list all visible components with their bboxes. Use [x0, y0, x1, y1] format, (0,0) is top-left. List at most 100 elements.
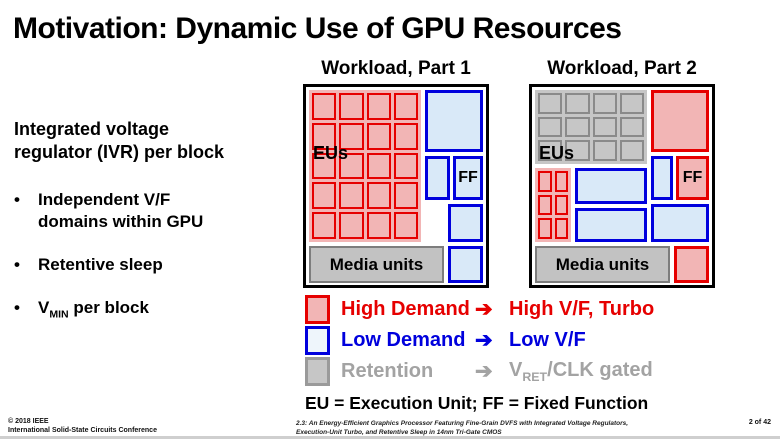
legend-result: High V/F, Turbo: [509, 298, 655, 320]
paper-citation: 2.3: An Energy-Efficient Graphics Proces…: [296, 420, 629, 437]
eu-label: EUs: [539, 143, 575, 163]
grid-cell: [565, 140, 590, 161]
slide-title: Motivation: Dynamic Use of GPU Resources: [13, 12, 622, 45]
bullet-list: Independent V/F domains within GPU Reten…: [14, 189, 292, 322]
bullet-text: Retentive sleep: [38, 254, 163, 274]
grid-cell: [554, 194, 568, 216]
right-arrow-icon: ➔: [475, 360, 493, 383]
bullet-marker: [14, 189, 38, 233]
high-demand-block: [651, 90, 709, 152]
ff-block: FF: [676, 156, 709, 200]
grid-cell: [592, 93, 617, 114]
grid-cell: [339, 122, 364, 150]
vret-post: /CLK gated: [547, 359, 653, 381]
grid-cell: [393, 152, 418, 180]
grid-cell: [565, 93, 590, 114]
legend-result: VRET/CLK gated: [509, 359, 653, 384]
low-demand-block: [575, 168, 647, 204]
high-demand-block: [674, 246, 709, 283]
grid-cell: [619, 93, 644, 114]
grid-cell: [312, 182, 337, 210]
grid-cell: [366, 182, 391, 210]
grid-cell: [312, 122, 337, 150]
grid-cell: [538, 218, 552, 239]
grid-cell: [312, 93, 337, 120]
grid-cell: [393, 182, 418, 210]
low-demand-block: [425, 156, 450, 200]
grid-cell: [366, 152, 391, 180]
legend: High Demand ➔ High V/F, Turbo Low Demand…: [305, 294, 654, 414]
eu-array-high-demand: [535, 168, 571, 242]
low-demand-block: [651, 156, 673, 200]
legend-label: Low Demand: [341, 329, 466, 351]
grid-cell: [538, 194, 552, 216]
low-demand-swatch: [305, 326, 330, 355]
vret-subscript: RET: [522, 370, 548, 384]
gpu-floorplan-part1: EUs FF Media units: [303, 84, 489, 288]
workload-part1-title: Workload, Part 1: [321, 58, 471, 79]
copyright-note: © 2018 IEEE International Solid-State Ci…: [8, 417, 157, 436]
grid-cell: [339, 182, 364, 210]
grid-cell: [592, 140, 617, 161]
low-demand-block: [575, 208, 647, 242]
legend-row-high-demand: High Demand ➔ High V/F, Turbo: [305, 294, 654, 325]
vmin-post: per block: [68, 298, 149, 318]
gpu-floorplan-part2: EUs FF Media units: [529, 84, 715, 288]
grid-cell: [592, 116, 617, 138]
ff-block: FF: [453, 156, 483, 200]
low-demand-block: [425, 90, 483, 152]
right-arrow-icon: ➔: [475, 298, 493, 321]
legend-row-low-demand: Low Demand ➔ Low V/F: [305, 325, 654, 356]
bullet-independent-vf: Independent V/F domains within GPU: [14, 189, 292, 233]
bullet-marker: [14, 254, 38, 276]
bullet-marker: [14, 297, 38, 322]
left-text-column: Integrated voltage regulator (IVR) per b…: [14, 118, 292, 343]
retention-grid: [535, 90, 647, 164]
grid-cell: [538, 93, 563, 114]
abbreviation-note: EU = Execution Unit; FF = Fixed Function: [305, 393, 649, 413]
eu-grid: [309, 90, 421, 242]
copyright-line1: © 2018 IEEE: [8, 418, 49, 425]
eu-array-retention: [535, 90, 647, 164]
vret-pre: V: [509, 359, 523, 381]
grid-cell: [366, 212, 391, 239]
ivr-heading: Integrated voltage regulator (IVR) per b…: [14, 119, 225, 163]
grid-cell: [554, 171, 568, 192]
copyright-line2: International Solid-State Circuits Confe…: [8, 427, 157, 435]
grid-cell: [538, 171, 552, 192]
grid-cell: [538, 116, 563, 138]
legend-row-retention: Retention ➔ VRET/CLK gated: [305, 356, 654, 387]
grid-cell: [312, 212, 337, 239]
bullet-retentive-sleep: Retentive sleep: [14, 254, 292, 276]
retention-swatch: [305, 357, 330, 386]
grid-cell: [619, 116, 644, 138]
eu-grid: [535, 168, 571, 242]
grid-cell: [619, 140, 644, 161]
grid-cell: [393, 122, 418, 150]
vmin-pre: V: [38, 298, 50, 318]
low-demand-block: [651, 204, 709, 242]
grid-cell: [565, 116, 590, 138]
grid-cell: [393, 212, 418, 239]
legend-label: Retention: [341, 360, 434, 382]
low-demand-block: [448, 204, 483, 242]
slide-bottom-bar: [0, 436, 780, 439]
grid-cell: [366, 93, 391, 120]
grid-cell: [393, 93, 418, 120]
grid-cell: [312, 152, 337, 180]
workload-part2-title: Workload, Part 2: [547, 58, 697, 79]
right-arrow-icon: ➔: [475, 329, 493, 352]
grid-cell: [339, 212, 364, 239]
page-indicator: 2 of 42: [748, 419, 771, 426]
bullet-text: VMIN per block: [38, 297, 149, 322]
low-demand-block: [448, 246, 483, 283]
grid-cell: [538, 140, 563, 161]
grid-cell: [366, 122, 391, 150]
vmin-subscript: MIN: [49, 308, 69, 321]
bullet-vmin: VMIN per block: [14, 297, 292, 322]
legend-result: Low V/F: [509, 329, 586, 351]
grid-cell: [554, 218, 568, 239]
bullet-text: Independent V/F domains within GPU: [38, 189, 204, 231]
eu-label: EUs: [313, 143, 349, 163]
